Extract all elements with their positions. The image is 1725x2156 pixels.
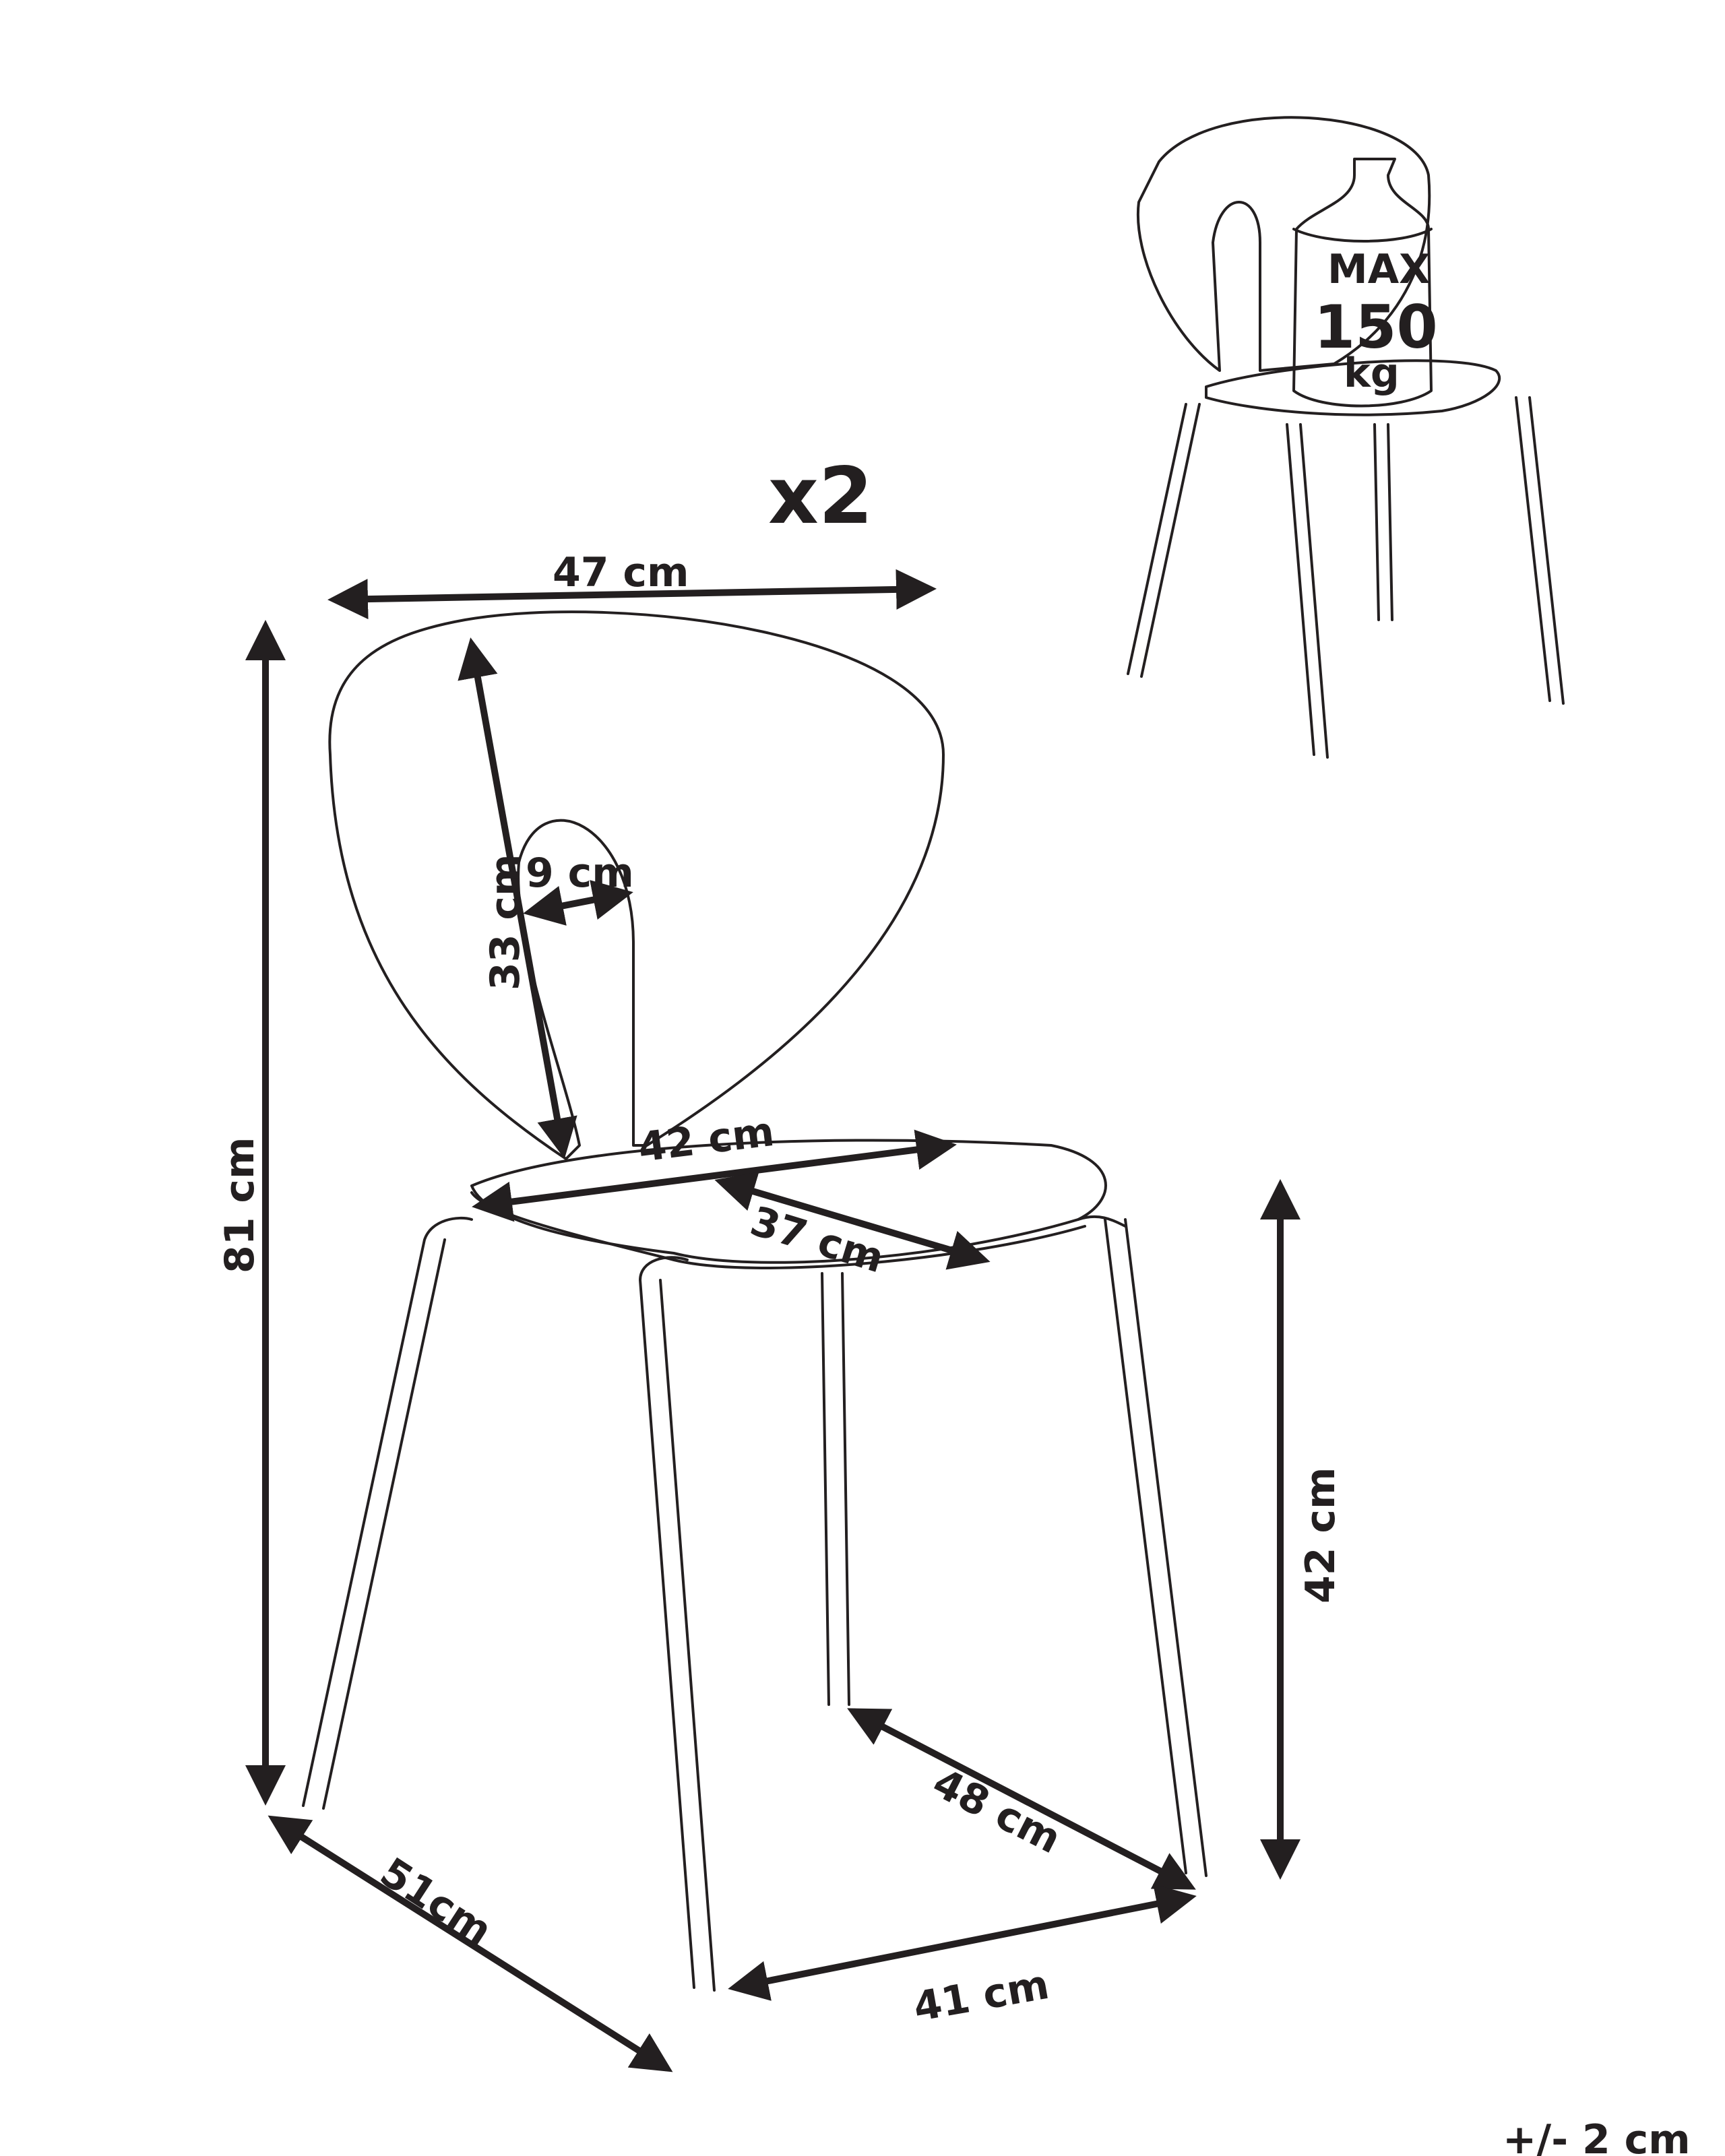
max-load-unit: kg <box>1344 350 1400 397</box>
dim-backrest-height: 33 cm <box>482 854 529 990</box>
quantity-label: x2 <box>768 451 873 542</box>
backrest <box>328 610 945 1160</box>
dim-seat-height: 42 cm <box>1297 1467 1344 1604</box>
leg-back-left <box>639 1256 716 1992</box>
leg-back-right <box>821 1272 850 1706</box>
max-load-value: 150 <box>1314 292 1438 362</box>
weight-icon <box>1292 158 1433 408</box>
chair-main-drawing <box>302 610 1208 1992</box>
dim-seat-width: 42 cm <box>635 1108 777 1172</box>
dim-base-depth: 51cm <box>372 1849 500 1955</box>
dim-total-height: 81 cm <box>216 1137 263 1273</box>
leg-front-right <box>1077 1215 1208 1877</box>
dim-base-width-front: 41 cm <box>910 1961 1053 2031</box>
dim-backrest-opening: 9 cm <box>526 850 634 897</box>
dimension-lines <box>245 569 1300 2072</box>
dim-base-depth-side: 48 cm <box>925 1759 1068 1863</box>
dim-backrest-width: 47 cm <box>553 549 689 596</box>
leg-front-left <box>302 1216 473 1810</box>
chair-load-drawing <box>1127 116 1565 759</box>
tolerance-note: +/- 2 cm <box>1503 2116 1691 2156</box>
max-label: MAX <box>1327 246 1430 293</box>
